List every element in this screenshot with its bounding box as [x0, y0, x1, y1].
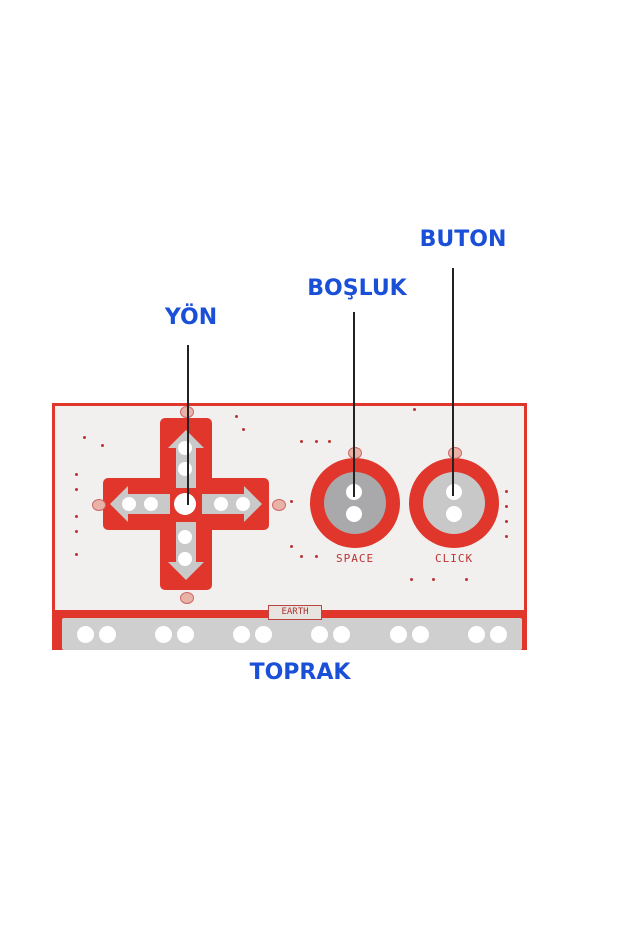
earth-hole: [390, 626, 407, 643]
pcb-via: [101, 444, 104, 447]
earth-hole: [177, 626, 194, 643]
earth-hole: [255, 626, 272, 643]
pcb-via: [465, 578, 468, 581]
pcb-via: [328, 440, 331, 443]
pcb-via: [432, 578, 435, 581]
earth-plate: [62, 618, 522, 650]
pcb-via: [413, 408, 416, 411]
pcb-via: [315, 555, 318, 558]
earth-hole: [333, 626, 350, 643]
pcb-via: [505, 520, 508, 523]
click-tab: [448, 447, 462, 459]
pcb-via: [75, 530, 78, 533]
dpad-tab-right: [272, 499, 286, 511]
pcb-via: [290, 545, 293, 548]
dpad-left-hole-2: [144, 497, 158, 511]
pcb-via: [83, 436, 86, 439]
pcb-via: [75, 488, 78, 491]
earth-hole: [412, 626, 429, 643]
leader-line-space: [353, 312, 355, 497]
pcb-via: [75, 553, 78, 556]
pcb-via: [235, 415, 238, 418]
dpad-tab-left: [92, 499, 106, 511]
dpad-center-hole: [174, 493, 196, 515]
arrow-up-icon: [168, 430, 204, 488]
dpad-up-hole-1: [178, 441, 192, 455]
pcb-via: [75, 473, 78, 476]
label-earth: TOPRAK: [249, 660, 351, 685]
dpad-right-hole-1: [214, 497, 228, 511]
click-pad: [409, 458, 499, 548]
pcb-via: [410, 578, 413, 581]
earth-text: EARTH: [268, 605, 322, 620]
space-pad-inner: [324, 472, 386, 534]
space-tab: [348, 447, 362, 459]
click-text: CLICK: [435, 552, 474, 565]
arrow-right-icon: [202, 486, 262, 522]
pcb-via: [300, 440, 303, 443]
earth-hole: [233, 626, 250, 643]
earth-hole: [490, 626, 507, 643]
dpad-tab-bottom: [180, 592, 194, 604]
earth-hole: [99, 626, 116, 643]
label-button: BUTON: [419, 227, 507, 252]
pcb-via: [315, 440, 318, 443]
pcb-via: [290, 500, 293, 503]
leader-line-button: [452, 268, 454, 496]
dpad-right-hole-2: [236, 497, 250, 511]
dpad-left-hole-1: [122, 497, 136, 511]
pcb-via: [75, 515, 78, 518]
earth-hole: [77, 626, 94, 643]
pcb-via: [300, 555, 303, 558]
arrow-left-icon: [110, 486, 170, 522]
space-text: SPACE: [336, 552, 375, 565]
dpad-up-hole-2: [178, 462, 192, 476]
pcb-via: [505, 535, 508, 538]
earth-hole: [311, 626, 328, 643]
pcb-via: [242, 428, 245, 431]
dpad-down-hole-1: [178, 530, 192, 544]
arrow-down-icon: [168, 522, 204, 580]
label-space: BOŞLUK: [307, 276, 407, 301]
pcb-via: [505, 490, 508, 493]
click-hole-1: [446, 484, 462, 500]
pcb-via: [505, 505, 508, 508]
click-hole-2: [446, 506, 462, 522]
space-pad: [310, 458, 400, 548]
dpad-down-hole-2: [178, 552, 192, 566]
space-hole-2: [346, 506, 362, 522]
earth-hole: [155, 626, 172, 643]
click-pad-inner: [423, 472, 485, 534]
label-direction: YÖN: [164, 305, 218, 330]
earth-hole: [468, 626, 485, 643]
leader-line-direction: [187, 345, 189, 505]
